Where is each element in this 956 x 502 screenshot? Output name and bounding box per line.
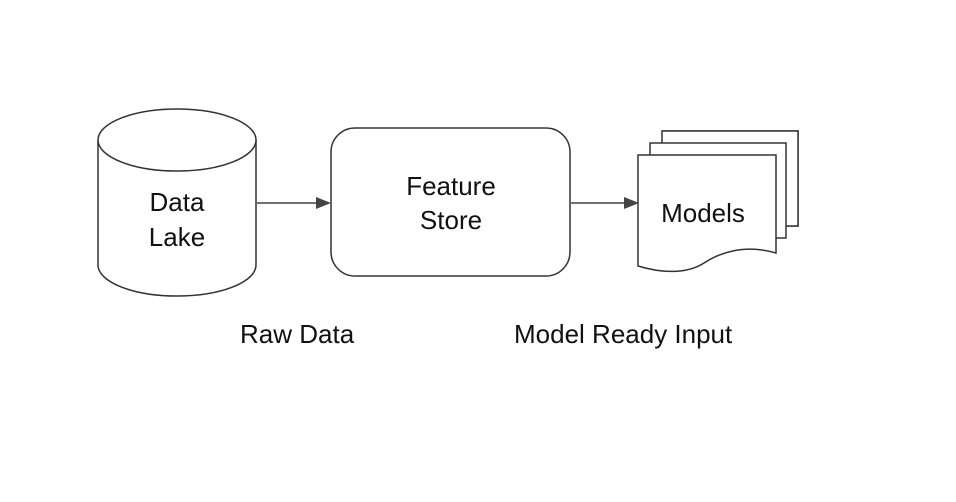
feature-store-node: Feature Store [330, 127, 571, 277]
data-lake-cylinder-body [97, 140, 257, 297]
feature-store-box [330, 127, 571, 277]
arrow-lake-to-store [257, 197, 331, 209]
models-document-front [637, 154, 777, 273]
data-lake-label-line1: Data [150, 187, 205, 217]
arrow-store-to-models-head [624, 197, 639, 209]
feature-store-label-line1: Feature [406, 171, 496, 201]
data-lake-node: Data Lake [97, 108, 257, 297]
models-node: Models [637, 130, 799, 273]
arrow-lake-to-store-head [316, 197, 331, 209]
arrow-store-to-models [571, 197, 639, 209]
data-lake-label-line2: Lake [149, 222, 205, 252]
feature-store-label-line2: Store [420, 205, 482, 235]
edge-label-raw-data: Raw Data [240, 319, 355, 349]
models-label: Models [661, 198, 745, 228]
data-lake-cylinder-top [97, 108, 257, 172]
edge-label-model-ready-input: Model Ready Input [514, 319, 733, 349]
